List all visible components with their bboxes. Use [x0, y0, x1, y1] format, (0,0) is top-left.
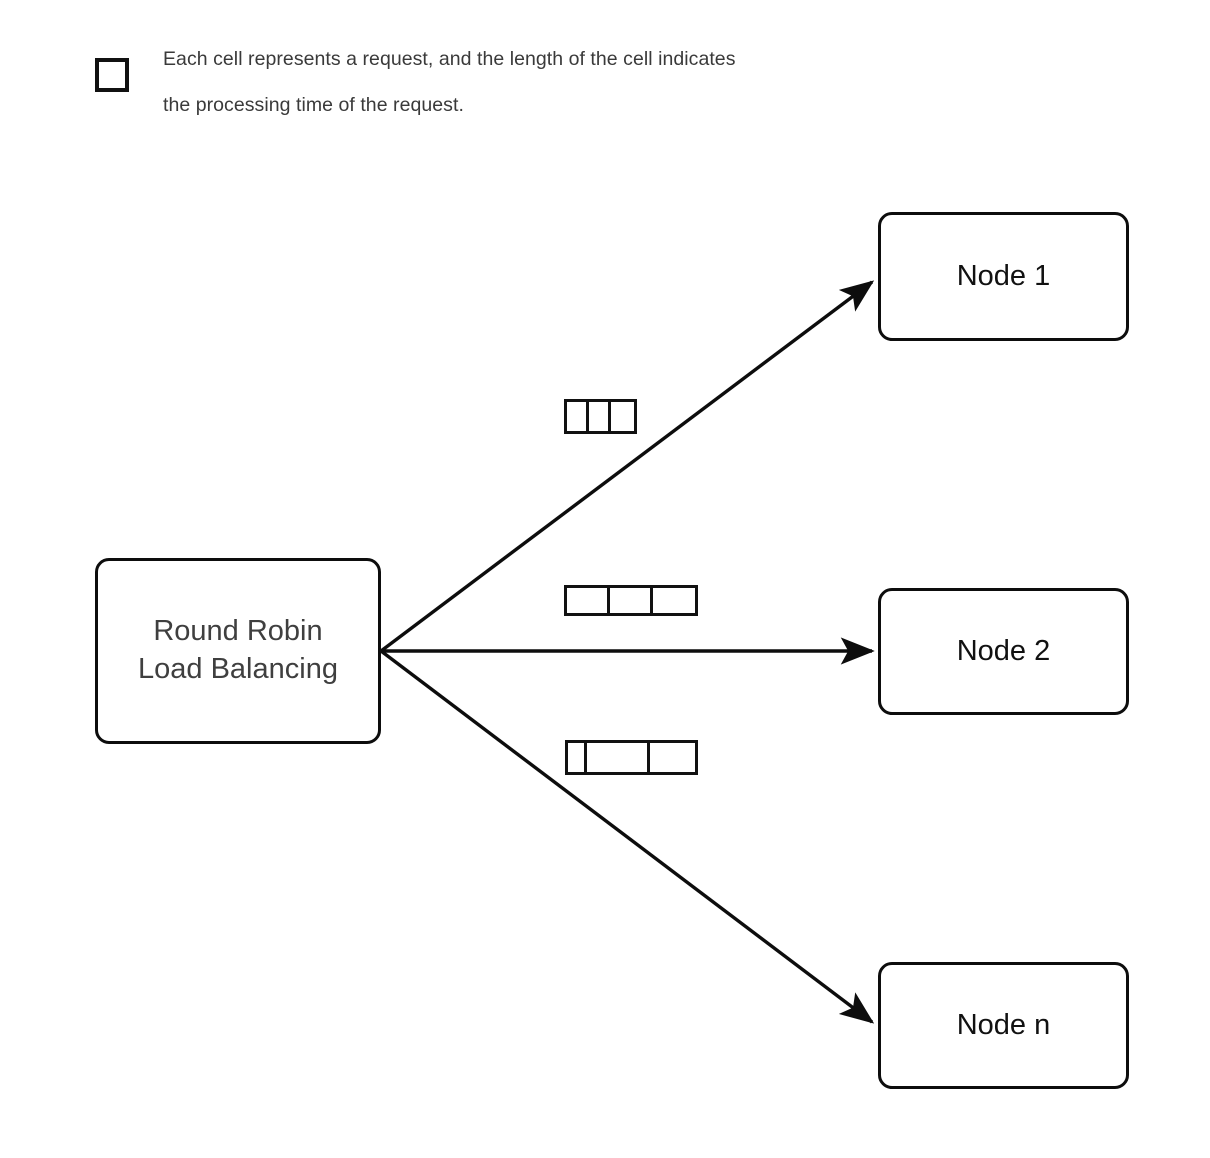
request-cell — [568, 743, 587, 772]
balancer-label: Round Robin Load Balancing — [138, 615, 338, 685]
request-cell — [567, 588, 610, 613]
request-cell — [650, 743, 695, 772]
empty-square-cell-icon — [95, 58, 129, 92]
request-cell — [589, 402, 611, 431]
node-box-node-n[interactable]: Node n — [878, 962, 1129, 1089]
request-queue-node-n — [565, 740, 698, 775]
request-cell — [610, 588, 653, 613]
request-cell — [653, 588, 695, 613]
connector-balancer-to-node-1 — [379, 280, 875, 653]
node-box-node-1[interactable]: Node 1 — [878, 212, 1129, 341]
node-box-node-2[interactable]: Node 2 — [878, 588, 1129, 715]
node-1-label: Node 1 — [956, 259, 1051, 292]
request-queue-node-2 — [564, 585, 698, 616]
node-2-label: Node 2 — [956, 634, 1051, 667]
node-n-label: Node n — [956, 1008, 1051, 1041]
request-cell — [587, 743, 650, 772]
request-cell — [611, 402, 634, 431]
request-queue-node-1 — [564, 399, 637, 434]
legend-note: Each cell represents a request, and the … — [163, 48, 736, 116]
connector-balancer-to-node-n — [379, 649, 875, 1024]
node-round-robin-load-balancer[interactable]: Round Robin Load Balancing — [95, 558, 381, 744]
request-cell — [567, 402, 589, 431]
